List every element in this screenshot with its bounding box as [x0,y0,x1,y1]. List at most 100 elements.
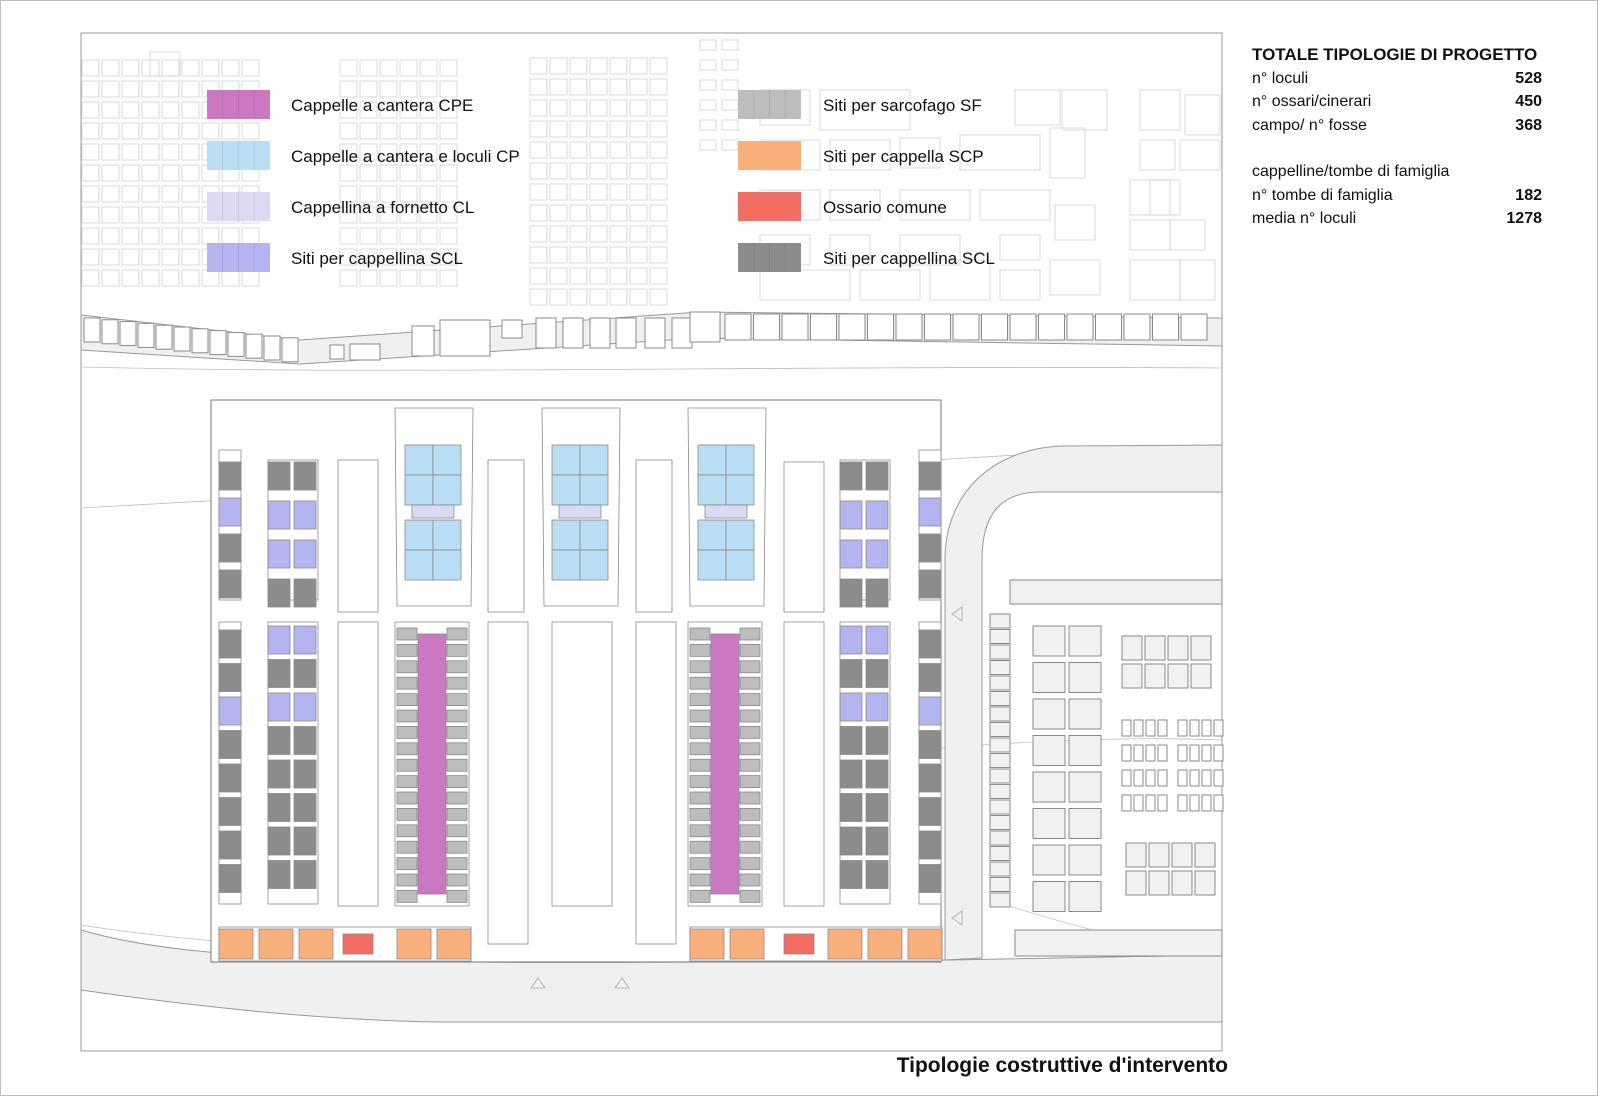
existing-tomb [161,269,180,287]
marker-triangle [530,977,546,989]
existing-tomb [629,99,648,117]
site-sf [396,709,418,723]
site-sf [689,775,711,788]
site-sf [446,824,468,838]
existing-tomb [829,234,871,266]
site-sf [446,660,468,674]
site-sf [446,627,468,641]
existing-tomb [439,80,458,98]
chapel-cp [432,549,462,581]
existing-tomb [1032,808,1066,839]
existing-tomb [1157,719,1168,737]
existing-tomb [81,185,100,203]
existing-tomb [1145,794,1156,812]
existing-tomb [629,267,648,285]
legend-label: Siti per sarcofago SF [823,96,982,115]
existing-tomb [419,227,438,245]
existing-tomb [161,185,180,203]
chapel-cp [697,474,727,506]
existing-tomb [339,80,358,98]
existing-tomb [1189,769,1200,787]
wall-cell [981,313,1008,341]
existing-tomb [549,288,568,306]
existing-tomb [589,120,608,138]
existing-tomb [699,79,717,91]
existing-tomb [999,269,1041,301]
existing-tomb [1194,870,1216,896]
site-sf [739,758,761,772]
existing-tomb [569,246,588,264]
existing-tomb [1157,769,1168,787]
existing-tomb [569,162,588,180]
existing-tomb [1133,744,1144,762]
ossario [342,933,374,955]
existing-tomb [1133,794,1144,812]
chapel-cp [579,549,609,581]
burial-field [337,459,379,613]
site-sf [396,873,418,887]
existing-tomb [999,234,1041,261]
site-scl_dark [918,629,942,659]
existing-tomb [549,57,568,75]
wall-cell [1095,313,1122,341]
existing-tomb [101,269,120,287]
existing-tomb [359,143,378,161]
existing-tomb [529,162,548,180]
existing-tomb [859,269,921,301]
site-scl_dark [918,864,942,893]
legend-swatch [207,243,270,272]
existing-tomb [181,248,200,266]
site-sf [739,890,761,903]
site-scp [396,928,432,960]
site-scl_light [865,500,889,530]
existing-tomb [989,861,1011,877]
chapel-cpe [710,633,740,895]
wall-cell [1152,313,1179,341]
site-scl_dark [839,659,863,688]
existing-tomb [81,101,100,119]
existing-tomb [181,269,200,287]
existing-tomb [141,269,160,287]
site-scl_dark [293,726,317,755]
existing-tomb [379,143,398,161]
existing-tomb [181,185,200,203]
site-scl_light [839,539,863,569]
legend-swatch [738,141,801,170]
site-scp [907,928,943,960]
existing-tomb [339,143,358,161]
chapel-cl [411,504,455,519]
existing-tomb [81,143,100,161]
existing-tomb [101,122,120,140]
existing-tomb [439,164,458,182]
site-scl_dark [218,569,242,599]
existing-tomb [629,288,648,306]
existing-tomb [959,134,1041,171]
existing-tomb [121,122,140,140]
site-sf [446,857,468,870]
legend-item-cl: Cappellina a fornetto CL [207,192,474,221]
existing-tomb [399,80,418,98]
site-sf [739,840,761,854]
wall-cell [644,317,666,349]
site-sf [689,627,711,641]
existing-tomb [649,78,668,96]
site-scp [436,928,472,960]
wall-cell [952,313,980,341]
existing-tomb [609,288,628,306]
site-scl_dark [218,797,242,826]
burial-field [337,621,379,907]
site-sf [689,824,711,838]
existing-tomb [569,267,588,285]
existing-tomb [1201,719,1212,737]
site-scp [689,928,725,960]
existing-tomb [629,225,648,243]
wall-cell [1009,313,1037,341]
site-scl_dark [267,793,291,822]
marker-triangle [951,910,963,926]
existing-tomb [359,59,378,77]
legend-swatch [738,192,801,221]
existing-tomb [1121,769,1132,787]
site-scl_dark [918,663,942,692]
site-sf [689,742,711,756]
